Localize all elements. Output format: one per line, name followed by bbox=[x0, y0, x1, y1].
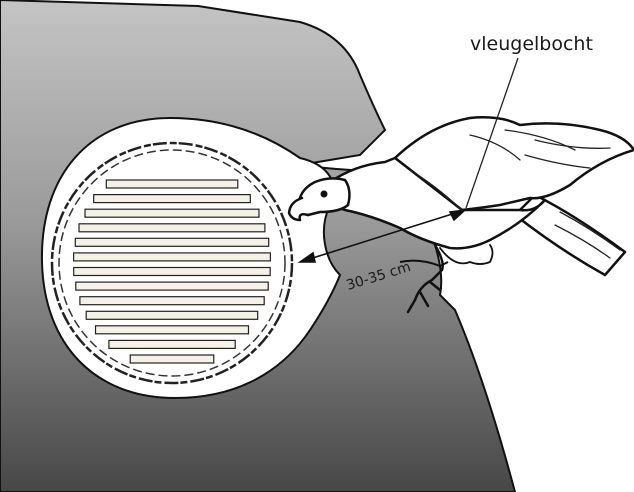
nest-slat bbox=[80, 297, 264, 305]
nest-slat bbox=[86, 311, 258, 319]
nest-slat bbox=[106, 180, 238, 188]
bird-eye bbox=[321, 191, 328, 198]
nest-slat bbox=[94, 195, 251, 203]
nest-slat bbox=[76, 282, 268, 290]
nest-slat bbox=[85, 209, 259, 217]
bird-tail bbox=[515, 195, 625, 275]
nest-slat bbox=[74, 253, 271, 261]
nest-slat bbox=[75, 238, 268, 246]
nest-slat bbox=[130, 355, 214, 363]
wing-bend-label: vleugelbocht bbox=[470, 33, 593, 55]
nest-slat bbox=[109, 340, 235, 348]
nest-slat bbox=[74, 268, 271, 276]
nest-box bbox=[52, 143, 292, 383]
nest-slat bbox=[79, 224, 265, 232]
nest-slat bbox=[96, 326, 249, 334]
